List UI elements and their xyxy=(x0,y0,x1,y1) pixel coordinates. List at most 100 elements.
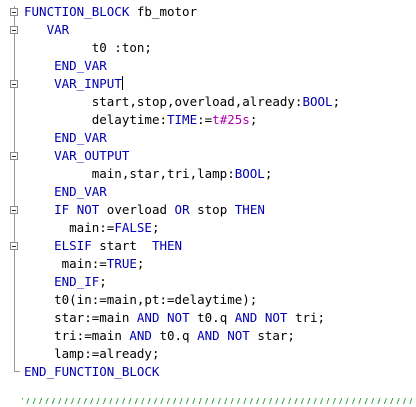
keyword-token: END_IF xyxy=(54,274,100,289)
code-token: delaytime: xyxy=(91,112,167,127)
code-line[interactable]: main,star,tri,lamp:BOOL; xyxy=(24,165,416,183)
keyword-token: END_VAR xyxy=(54,130,107,145)
keyword-token: NOT xyxy=(264,310,288,325)
code-token: t0.q xyxy=(189,310,235,325)
keyword-token: END_VAR xyxy=(54,58,107,73)
indent xyxy=(24,310,54,325)
code-token: t0.q xyxy=(151,328,198,343)
code-line[interactable]: END_VAR xyxy=(24,129,416,147)
fold-toggle-icon[interactable] xyxy=(10,80,18,88)
fold-toggle-icon[interactable] xyxy=(10,8,18,16)
keyword-token: NOT xyxy=(227,328,250,343)
code-token: fb_motor xyxy=(129,4,198,19)
keyword-token: AND xyxy=(136,310,160,325)
indent xyxy=(24,184,54,199)
code-line[interactable]: FUNCTION_BLOCK fb_motor xyxy=(24,3,416,21)
fold-toggle-icon[interactable] xyxy=(10,206,18,214)
indent xyxy=(24,58,54,73)
indent xyxy=(24,256,62,271)
type-token: TIME xyxy=(167,112,198,127)
code-token: main,star,tri,lamp: xyxy=(91,166,235,181)
keyword-token: NOT xyxy=(76,202,100,217)
keyword-token: FALSE xyxy=(114,220,152,235)
code-line[interactable]: VAR xyxy=(24,21,416,39)
code-line[interactable]: start,stop,overload,already:BOOL; xyxy=(24,93,416,111)
editor-separator-bar xyxy=(22,398,412,404)
fold-toggle-icon[interactable] xyxy=(10,152,18,160)
code-text-area[interactable]: FUNCTION_BLOCK fb_motor VAR t0 :ton; END… xyxy=(24,3,416,381)
keyword-token: NOT xyxy=(167,310,190,325)
keyword-token: TRUE xyxy=(106,256,137,271)
code-token: start xyxy=(91,238,152,253)
keyword-token: FUNCTION_BLOCK xyxy=(24,4,130,19)
indent xyxy=(24,166,92,181)
fold-toggle-icon[interactable] xyxy=(10,242,18,250)
code-token: lamp:=already; xyxy=(54,346,160,361)
code-token: ; xyxy=(99,274,107,289)
code-line[interactable]: ELSIF start THEN xyxy=(24,237,416,255)
code-line[interactable]: tri:=main AND t0.q AND NOT star; xyxy=(24,327,416,345)
code-token: tri; xyxy=(287,310,326,325)
keyword-token: AND xyxy=(197,328,220,343)
code-line[interactable]: END_IF; xyxy=(24,273,416,291)
literal-token: t#25s xyxy=(212,112,250,127)
code-token: star; xyxy=(249,328,295,343)
indent xyxy=(24,220,69,235)
indent xyxy=(24,148,54,163)
fold-rail xyxy=(14,6,15,371)
indent xyxy=(24,202,54,217)
keyword-token: AND xyxy=(129,328,152,343)
indent xyxy=(24,94,92,109)
code-token: := xyxy=(197,112,213,127)
code-token: main:= xyxy=(61,256,107,271)
code-line[interactable]: t0(in:=main,pt:=delaytime); xyxy=(24,291,416,309)
code-token: star:=main xyxy=(54,310,137,325)
keyword-token: VAR_OUTPUT xyxy=(54,148,130,163)
code-token: overload xyxy=(99,202,175,217)
code-token: stop xyxy=(189,202,235,217)
code-line[interactable]: END_VAR xyxy=(24,57,416,75)
indent xyxy=(24,130,54,145)
code-line[interactable]: END_VAR xyxy=(24,183,416,201)
code-line[interactable]: VAR_INPUT xyxy=(24,75,416,93)
code-line[interactable]: END_FUNCTION_BLOCK xyxy=(24,363,416,381)
code-line[interactable]: main:=FALSE; xyxy=(24,219,416,237)
code-token xyxy=(257,310,265,325)
code-line[interactable]: IF NOT overload OR stop THEN xyxy=(24,201,416,219)
code-token: ; xyxy=(151,220,160,235)
keyword-token: THEN xyxy=(151,238,183,253)
code-line[interactable]: VAR_OUTPUT xyxy=(24,147,416,165)
indent xyxy=(24,274,54,289)
keyword-token: ELSIF xyxy=(54,238,92,253)
code-token: ; xyxy=(332,94,341,109)
type-token: BOOL xyxy=(234,166,265,181)
code-line[interactable]: star:=main AND NOT t0.q AND NOT tri; xyxy=(24,309,416,327)
code-line[interactable]: t0 :ton; xyxy=(24,39,416,57)
code-line[interactable]: lamp:=already; xyxy=(24,345,416,363)
code-token xyxy=(69,202,77,217)
keyword-token: VAR_INPUT xyxy=(54,76,122,91)
code-token: ; xyxy=(136,256,145,271)
keyword-token: END_FUNCTION_BLOCK xyxy=(24,364,160,379)
indent xyxy=(24,328,54,343)
keyword-token: IF xyxy=(54,202,70,217)
code-token: t0(in:=main,pt:=delaytime); xyxy=(54,292,258,307)
indent xyxy=(24,292,54,307)
code-token: t0 :ton; xyxy=(91,40,152,55)
code-token: start,stop,overload,already: xyxy=(91,94,303,109)
fold-toggle-icon[interactable] xyxy=(10,26,18,34)
fold-end-marker xyxy=(14,371,20,372)
code-line[interactable]: delaytime:TIME:=t#25s; xyxy=(24,111,416,129)
keyword-token: END_VAR xyxy=(54,184,107,199)
indent xyxy=(24,40,92,55)
indent xyxy=(24,76,54,91)
indent xyxy=(24,238,54,253)
code-line[interactable]: main:=TRUE; xyxy=(24,255,416,273)
code-token: tri:=main xyxy=(54,328,130,343)
indent xyxy=(24,346,54,361)
indent xyxy=(24,22,47,37)
text-cursor xyxy=(121,76,123,90)
keyword-token: THEN xyxy=(234,202,265,217)
code-token: ; xyxy=(249,112,258,127)
